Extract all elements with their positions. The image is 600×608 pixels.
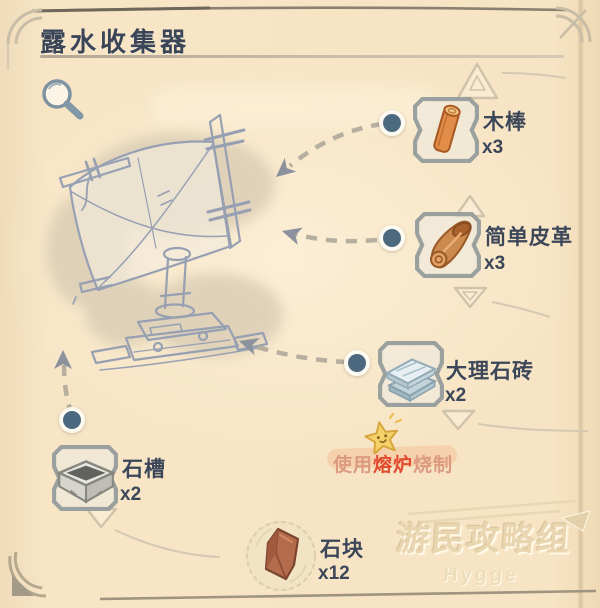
material-bullet[interactable] xyxy=(59,407,85,433)
material-name: 石块 xyxy=(320,538,364,561)
magnifier-icon[interactable] xyxy=(36,74,88,122)
material-node-trough[interactable] xyxy=(59,407,85,433)
page-title: 露水收集器 xyxy=(40,27,191,57)
material-node-wood-stick[interactable] xyxy=(379,110,405,136)
paper-fold xyxy=(577,0,584,608)
smiling-star-icon xyxy=(364,412,403,454)
watermark: 游民攻略组 Hygge xyxy=(385,512,580,587)
wood-stick-icon[interactable] xyxy=(412,96,480,164)
watermark-subtext: Hygge xyxy=(442,564,521,586)
watermark-text: 游民攻略组 xyxy=(394,520,573,557)
material-bullet[interactable] xyxy=(344,350,370,376)
note-prefix: 使用 xyxy=(333,455,374,476)
dew-collector-sketch xyxy=(46,113,283,371)
leather-roll-icon[interactable] xyxy=(414,211,482,279)
material-count: x2 xyxy=(445,385,467,406)
material-name: 大理石砖 xyxy=(446,360,534,383)
note-suffix: 烧制 xyxy=(413,455,454,476)
title-underline xyxy=(40,55,564,58)
material-count: x2 xyxy=(120,484,142,505)
material-count: x3 xyxy=(482,137,504,158)
material-bullet[interactable] xyxy=(379,225,405,251)
stone-block-icon[interactable] xyxy=(242,517,320,595)
note-keyword: 熔炉 xyxy=(373,455,414,476)
marble-brick-icon[interactable] xyxy=(377,340,445,408)
material-count: x12 xyxy=(318,563,350,584)
material-name: 石槽 xyxy=(122,458,166,481)
material-count: x3 xyxy=(484,253,506,274)
stone-trough-icon[interactable] xyxy=(51,444,119,512)
furnace-note: 使用熔炉烧制 xyxy=(333,450,453,477)
material-bullet[interactable] xyxy=(379,110,405,136)
material-node-marble[interactable] xyxy=(344,350,370,376)
material-node-leather[interactable] xyxy=(379,225,405,251)
material-name: 简单皮革 xyxy=(485,226,573,249)
material-name: 木棒 xyxy=(483,111,527,134)
